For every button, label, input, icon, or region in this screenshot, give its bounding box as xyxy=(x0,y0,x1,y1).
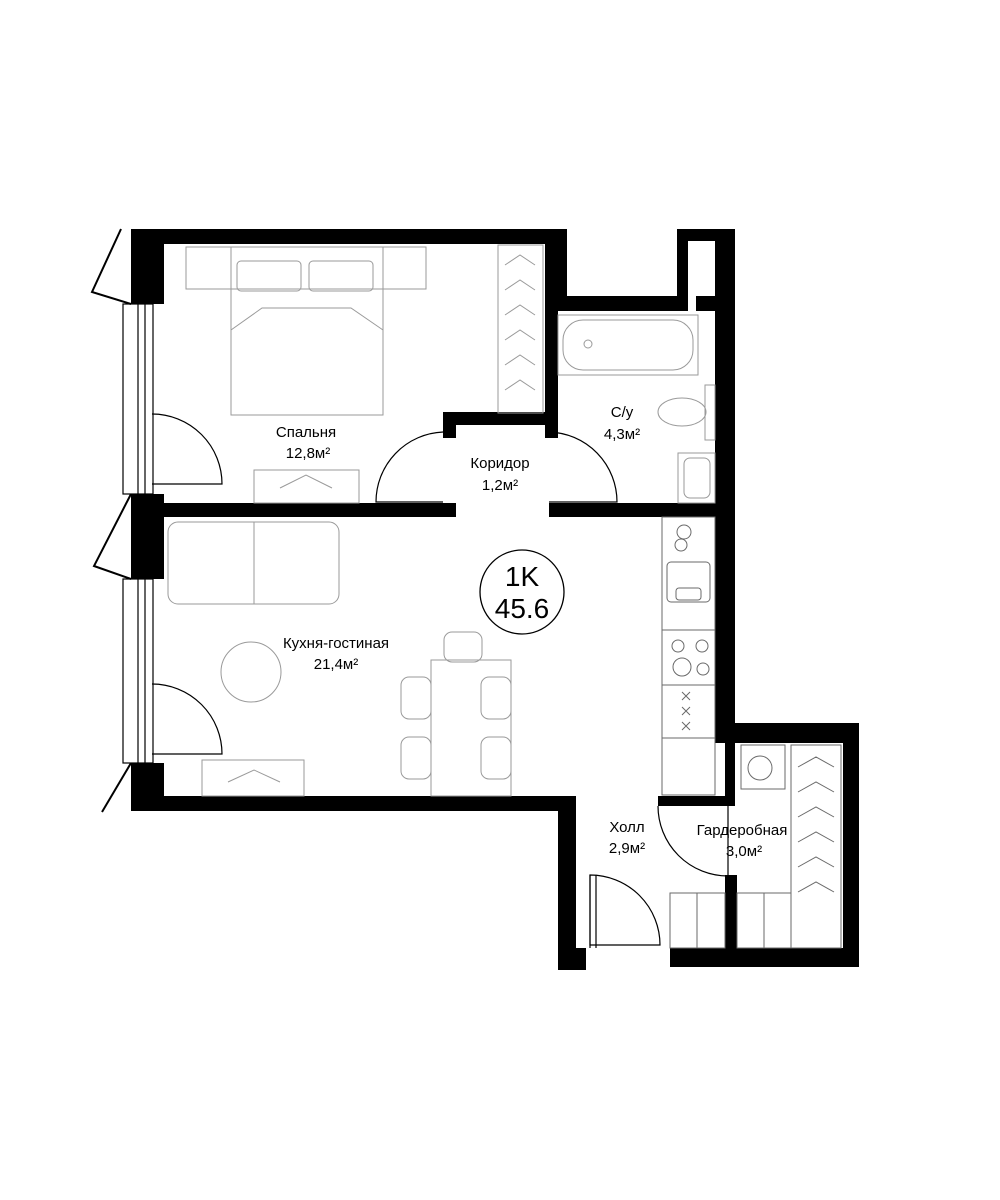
walls xyxy=(131,229,859,970)
hall-area: 2,9м² xyxy=(609,840,645,857)
bedroom-name: Спальня xyxy=(276,424,336,441)
windows xyxy=(90,228,223,813)
apartment-badge: 1K 45.6 xyxy=(479,549,565,635)
corridor-area: 1,2м² xyxy=(482,477,518,494)
doors xyxy=(375,431,729,948)
bedroom-furniture xyxy=(185,244,544,504)
living-furniture xyxy=(167,516,716,797)
bathroom-area: 4,3м² xyxy=(604,426,640,443)
kitchen-name: Кухня-гостиная xyxy=(283,635,389,652)
kitchen-area: 21,4м² xyxy=(314,656,359,673)
corridor-name: Коридор xyxy=(470,455,529,472)
bathroom-name: С/у xyxy=(611,404,634,421)
hall-name: Холл xyxy=(609,819,644,836)
badge-area: 45.6 xyxy=(495,593,550,624)
badge-type: 1K xyxy=(505,561,540,592)
wardrobe-furniture xyxy=(669,744,842,949)
bathroom-fixtures xyxy=(557,314,716,504)
badge-circle xyxy=(479,549,565,635)
wardrobe-area: 3,0м² xyxy=(726,843,762,860)
bedroom-area: 12,8м² xyxy=(286,445,331,462)
room-labels: Спальня 12,8м² Коридор 1,2м² С/у 4,3м² К… xyxy=(276,404,788,860)
wardrobe-name: Гардеробная xyxy=(697,822,788,839)
